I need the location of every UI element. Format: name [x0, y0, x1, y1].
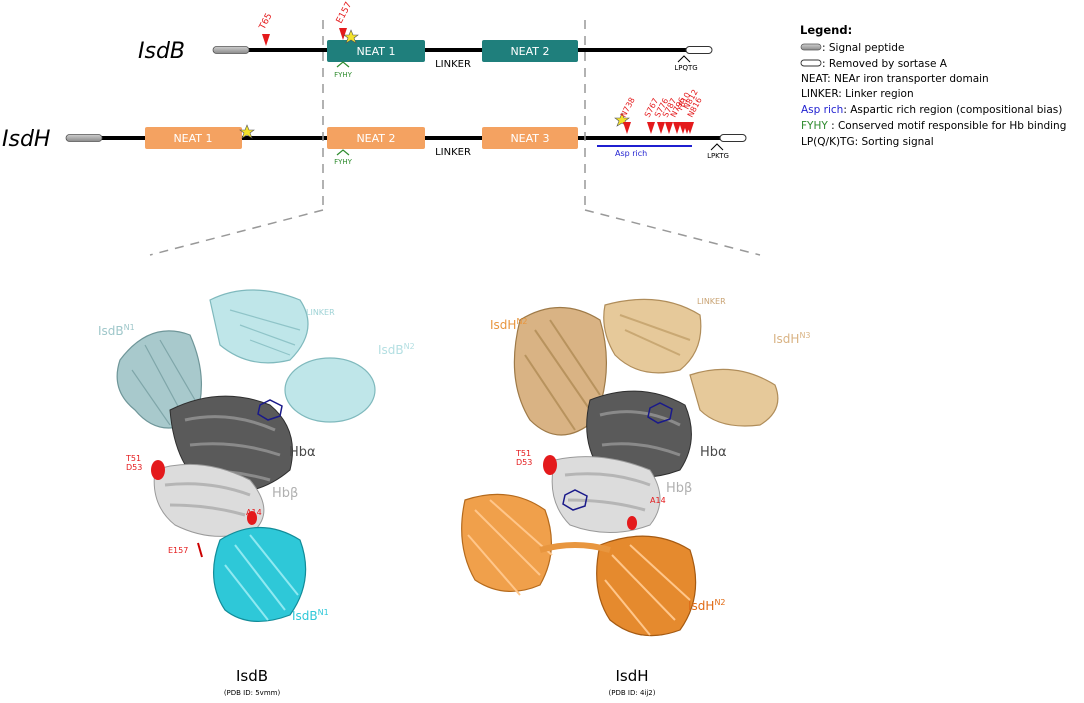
isdh-site-n816-marker: [686, 122, 694, 134]
isdh-site-n738-marker: [623, 122, 631, 134]
isdb-site-t65-label: T65: [257, 12, 274, 33]
isdb-pdb-id: (PDB ID: 5vmm): [224, 689, 281, 697]
isdb-site-e157-label: E157: [335, 1, 355, 26]
legend-item-5: FYHY : Conserved motif responsible for H…: [801, 120, 1066, 132]
isdh-n2-left-domain-shape: [461, 493, 553, 596]
isdh-a14-spot: [627, 516, 637, 530]
isdb-site-e157-marker: [339, 28, 347, 40]
isdb-name: IsdB: [138, 39, 185, 64]
isdb-neat1-label: NEAT 1: [356, 45, 395, 58]
isdh-neat2-label: NEAT 2: [356, 132, 395, 145]
isdb-heme-alpha: [257, 399, 283, 421]
isdb-fyhy-mark: [336, 61, 350, 68]
isdh-helix-connector: [539, 542, 611, 553]
isdb-t51-label: T51: [125, 454, 141, 463]
isdh-hba-shape: [586, 390, 692, 478]
isdh-site-s776-marker: [657, 122, 665, 134]
legend-sortase-swatch: [800, 59, 822, 67]
isdh-asp-rich-label: Asp rich: [615, 149, 647, 158]
isdb-hba-label: Hbα: [289, 445, 316, 460]
isdb-fyhy-label: FYHY: [334, 71, 353, 79]
isdh-domain-map: IsdH NEAT 1 NEAT 2 NEAT 3 LINKER FYHY As…: [2, 88, 747, 166]
legend-item-0: : Signal peptide: [822, 42, 904, 54]
zoom-guide-lines: [149, 20, 761, 256]
isdb-lpqtg-mark: [677, 55, 691, 63]
isdh-fyhy-label: FYHY: [334, 158, 353, 166]
isdb-d53-label: D53: [126, 463, 142, 472]
isdh-t51-d53-spot: [543, 455, 557, 475]
isdh-n2-top-label: IsdHN2: [490, 317, 528, 332]
isdh-heme-beta: [562, 489, 588, 511]
isdh-d53-label: D53: [516, 458, 532, 467]
legend-item-6: LP(Q/K)TG: Sorting signal: [801, 136, 934, 148]
isdb-e157-label: E157: [168, 546, 188, 555]
isdb-neat1-box: [327, 40, 425, 62]
isdh-site-markers: N738 S767 S776 S787 N796 Y810 N812 N816: [619, 88, 704, 134]
isdh-linker-label: LINKER: [435, 147, 471, 158]
isdh-name: IsdH: [2, 127, 50, 152]
isdh-lpktg-label: LPKTG: [707, 152, 729, 160]
isdb-n1-bottom-label: IsdBN1: [292, 608, 329, 623]
isdb-hbb-label: Hbβ: [272, 486, 298, 501]
isdb-domain-map: IsdB NEAT 1 NEAT 2 LINKER FYHY LPQTG T65…: [138, 1, 713, 79]
isdh-signal-peptide: [65, 134, 103, 142]
isdb-site-t65-marker: [262, 34, 270, 46]
isdh-n2-top-domain-shape: [513, 306, 608, 436]
isdh-structure-caption: IsdH: [615, 667, 648, 685]
isdh-hba-label: Hbα: [700, 445, 727, 460]
isdh-site-s787-marker: [665, 122, 673, 134]
isdh-pdb-id: (PDB ID: 4ij2): [609, 689, 656, 697]
isdh-n3-domain-shape: [603, 298, 779, 427]
isdh-t51-label: T51: [515, 449, 531, 458]
isdb-signal-peptide: [212, 46, 250, 54]
isdb-n1-top-label: IsdBN1: [98, 323, 135, 338]
isdh-site-n796-marker: [673, 122, 681, 134]
isdh-star-icon-1: [239, 124, 255, 139]
legend-item-1: : Removed by sortase A: [822, 58, 948, 70]
legend: Legend: : Signal peptide : Removed by so…: [800, 23, 1066, 148]
isdh-fyhy-mark: [336, 149, 350, 156]
isdb-structure-caption: IsdB: [236, 667, 268, 685]
isdb-t51-d53-spot: [151, 460, 165, 480]
isdb-lpqtg-label: LPQTG: [674, 64, 697, 72]
isdh-n2-bottom-domain-shape: [596, 535, 697, 637]
isdb-linker-label: LINKER: [435, 59, 471, 70]
isdh-lpktg-mark: [710, 143, 724, 151]
isdb-a14-spot: [247, 511, 257, 525]
isdh-neat1-box: [145, 127, 242, 149]
isdh-linker-label: LINKER: [697, 297, 726, 306]
isdb-neat2-label: NEAT 2: [510, 45, 549, 58]
isdb-sortase-tail: [685, 46, 713, 54]
isdh-hbb-shape: [551, 456, 661, 533]
isdb-n2-label: IsdBN2: [378, 342, 415, 357]
isdb-n2-domain-shape: [209, 289, 376, 423]
isdh-neat1-label: NEAT 1: [173, 132, 212, 145]
isdb-neat2-box: [482, 40, 578, 62]
isdh-site-n738-label: N738: [619, 96, 637, 119]
isdh-a14-label: A14: [650, 496, 666, 505]
isdb-e157-stick: [197, 542, 203, 558]
legend-item-3: LINKER: Linker region: [801, 88, 914, 100]
legend-signal-swatch: [800, 43, 822, 51]
legend-item-2: NEAT: NEAr iron transporter domain: [801, 73, 989, 85]
isdh-neat3-label: NEAT 3: [510, 132, 549, 145]
isdh-hbb-label: Hbβ: [666, 481, 692, 496]
legend-title: Legend:: [800, 23, 852, 37]
isdh-neat3-box: [482, 127, 578, 149]
isdh-n3-label: IsdHN3: [773, 331, 811, 346]
isdb-linker-label: LINKER: [306, 308, 335, 317]
isdh-site-s767-marker: [647, 122, 655, 134]
isdh-heme-alpha: [647, 402, 673, 424]
legend-item-4: Asp rich: Aspartic rich region (composit…: [801, 104, 1062, 116]
isdh-sortase-tail: [719, 134, 747, 142]
isdb-star-icon: [343, 29, 359, 44]
isdb-a14-label: A14: [246, 508, 262, 517]
isdh-n2-bottom-label: IsdHN2: [688, 598, 726, 613]
isdh-structure: IsdHN2 LINKER IsdHN3 Hbα Hbβ T51 D53 A14…: [461, 297, 811, 697]
isdb-structure: IsdBN1 LINKER IsdBN2 Hbα Hbβ T51 D53 A14…: [98, 289, 415, 697]
isdh-neat2-box: [327, 127, 425, 149]
isdb-n1-bottom-domain-shape: [212, 526, 307, 623]
